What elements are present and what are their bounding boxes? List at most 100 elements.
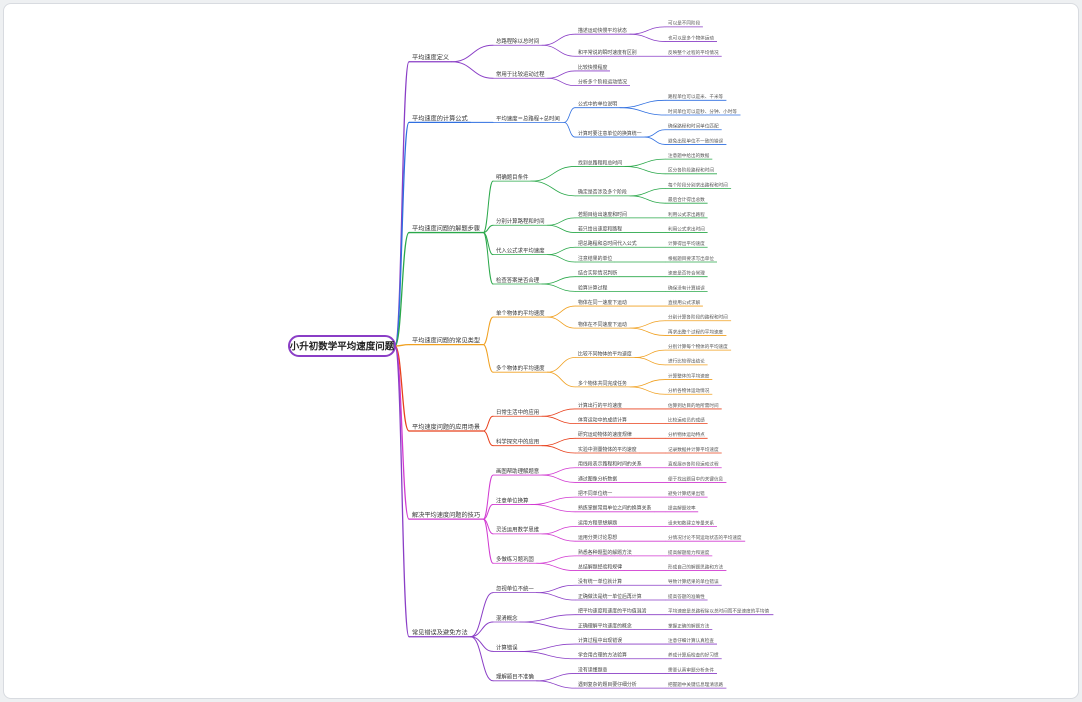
branch-3-3-label: 代入公式求平均速度 [496, 247, 545, 255]
branch-7-1-2-1-label: 提高答题的准确性 [668, 593, 705, 600]
branch-3-1-2-1-label: 每个阶段分别求出路程和时间 [668, 181, 728, 188]
branch-5-2-1-1-label: 分析物体运动特点 [668, 431, 705, 438]
branch-3-4-edge [482, 232, 494, 285]
mindmap-svg: 平均速度定义总路程除以总时间描述运动快慢平均状态可以是不同阶段也可以是多个物体运… [288, 20, 774, 689]
branch-2-1-label: 平均速度＝总路程÷总时间 [496, 114, 560, 122]
branch-7-4-2-1-label: 把握题中关键信息理清思路 [668, 681, 724, 688]
branch-6-3-1-1-label: 设未知数建立等量关系 [668, 519, 714, 526]
branch-6-1-edge [482, 474, 494, 520]
branch-7-3-2-label: 学会用合理的方法验算 [578, 652, 627, 659]
branch-1-1-2-1-label: 反映整个过程的平均情况 [668, 49, 719, 56]
branch-7-2-1-1-label: 平均速度是总路程除以总时间而不是速度的平均值 [668, 608, 769, 615]
branch-7-4-label: 理解题目不准确 [496, 673, 534, 681]
branch-3-3-2-1-label: 根据题目要求写出单位 [668, 255, 714, 262]
branch-3-2-1-1-label: 利用公式求出路程 [668, 211, 705, 218]
branch-3-1-1-edge [530, 166, 576, 182]
branch-3-1-2-1-edge [629, 188, 666, 197]
branch-7-3-2-edge [519, 651, 576, 660]
branch-7-4-1-edge [536, 673, 576, 682]
branch-3-1-2-edge [530, 180, 576, 197]
branch-3-1-1-2-label: 区分各阶段路程和时间 [668, 167, 714, 174]
branch-1-2-edge [451, 61, 494, 79]
branch-2-1-2-1-edge [644, 129, 666, 138]
branch-1-2-2-edge [547, 77, 576, 87]
branch-1-label: 平均速度定义 [412, 54, 449, 62]
branch-4-edge [394, 343, 410, 347]
branch-3-1-1-label: 找到总路程和总时间 [578, 159, 622, 166]
branch-6-3-2-1-label: 分情况讨论不同运动状态的平均速度 [668, 534, 742, 541]
branch-3-3-2-edge [547, 254, 576, 263]
branch-6-2-1-edge [530, 496, 576, 505]
branch-5-1-edge [482, 415, 494, 432]
branch-3-2-1-label: 若题目给出速度和时间 [578, 211, 627, 218]
branch-2-1-2-label: 计算时要注意单位的换算统一 [578, 130, 642, 137]
branch-6-4-2-label: 总结解题经验和规律 [578, 563, 622, 570]
branch-6-4-edge [482, 518, 494, 564]
branch-4-2-edge [482, 344, 494, 373]
branch-3-4-2-label: 验算计算过程 [578, 284, 607, 291]
branch-2-1-1-2-label: 时间单位可以是秒、分钟、小时等 [668, 108, 737, 115]
branch-3-1-2-2-label: 最后合计得出总数 [668, 196, 705, 203]
branch-6-4-label: 多做练习题巩固 [496, 555, 534, 563]
branch-4-1-2-1-edge [629, 320, 666, 329]
branch-7-2-edge [470, 621, 494, 638]
branch-1-1-1-2-label: 也可以是多个物体运动 [668, 34, 714, 41]
branch-3-4-label: 检查答案是否合理 [496, 276, 540, 284]
branch-5-2-2-edge [541, 445, 576, 454]
branch-6-1-2-label: 通过图像分析数据 [578, 475, 617, 482]
branch-5-1-2-label: 体育运动中的成绩计算 [578, 417, 627, 424]
branch-1-2-1-edge [547, 70, 576, 79]
branch-4-1-2-label: 物体在不同速度下运动 [578, 321, 627, 328]
branch-5-label: 平均速度问题的应用场景 [412, 423, 480, 431]
branch-2-1-1-1-edge [619, 99, 666, 109]
branch-4-2-2-1-edge [629, 379, 666, 388]
branch-6-1-label: 画图帮助理解题意 [496, 467, 540, 475]
branch-6-2-edge [482, 503, 494, 520]
branch-6-3-label: 灵活运用数学思维 [496, 526, 540, 534]
branch-7-4-1-label: 没有读懂题意 [578, 666, 607, 673]
branch-4-label: 平均速度问题的常见类型 [412, 337, 480, 345]
branch-6-1-1-edge [541, 467, 576, 476]
branch-7-3-1-label: 计算过程中出现错误 [578, 637, 622, 644]
branch-4-1-2-2-label: 再求出整个过程的平均速度 [668, 328, 724, 335]
branch-1-edge [394, 61, 410, 347]
branch-6-4-1-edge [536, 555, 576, 564]
branch-2-label: 平均速度的计算公式 [412, 114, 468, 122]
branch-6-2-label: 注意单位换算 [496, 496, 529, 504]
branch-1-1-2-edge [541, 44, 576, 57]
branch-4-1-edge [482, 316, 494, 346]
branch-3-3-2-label: 注意结果的单位 [578, 255, 612, 262]
branch-7-2-2-1-label: 掌握正确的解题方法 [668, 622, 710, 629]
branch-3-2-2-1-label: 利用公式求出时间 [668, 225, 705, 232]
branch-6-2-2-1-label: 提高解题效率 [668, 505, 696, 512]
branch-6-label: 解决平均速度问题的技巧 [412, 511, 480, 519]
branch-3-2-2-edge [547, 224, 576, 233]
branch-7-3-label: 计算错误 [496, 643, 518, 651]
branch-6-2-1-label: 把不同单位统一 [578, 490, 612, 497]
branch-7-4-2-label: 遇到复杂的题目要仔细分析 [578, 681, 637, 688]
branch-4-1-1-label: 物体在同一速度下运动 [578, 299, 627, 306]
branch-7-label: 常见错误及避免方法 [412, 629, 468, 637]
root-box [288, 335, 396, 357]
branch-5-1-2-1-label: 比较运动员的成绩 [668, 417, 705, 424]
branch-3-4-2-edge [541, 283, 576, 292]
branch-7-2-2-label: 正确理解平均速度的概念 [578, 622, 632, 629]
branch-6-3-1-edge [541, 526, 576, 535]
branch-4-2-2-2-edge [629, 386, 666, 395]
branch-1-1-1-1-label: 可以是不同阶段 [668, 20, 701, 27]
branch-1-1-1-label: 描述运动快慢平均状态 [578, 27, 627, 34]
branch-4-1-2-edge [547, 316, 576, 329]
branch-7-2-2-edge [519, 621, 576, 630]
branch-4-1-1-1-label: 直接用公式求解 [668, 299, 701, 306]
branch-2-1-1-2-edge [619, 107, 666, 116]
branch-3-4-2-1-label: 确保没有计算错误 [668, 284, 705, 291]
root-node[interactable]: 小升初数学平均速度问题 [288, 335, 396, 357]
branch-7-2-1-label: 把平均速度和速度的平均值混淆 [578, 608, 647, 615]
branch-7-1-1-1-label: 导致计算结果的单位错误 [668, 578, 719, 585]
branch-5-2-1-label: 研究运动物体的速度规律 [578, 431, 632, 438]
branch-3-1-2-2-edge [629, 195, 666, 204]
branch-7-4-edge [470, 636, 494, 682]
branch-6-4-2-edge [536, 562, 576, 571]
branch-4-1-2-1-label: 分别计算各阶段的路程和时间 [668, 314, 728, 321]
branch-3-2-edge [482, 224, 494, 234]
